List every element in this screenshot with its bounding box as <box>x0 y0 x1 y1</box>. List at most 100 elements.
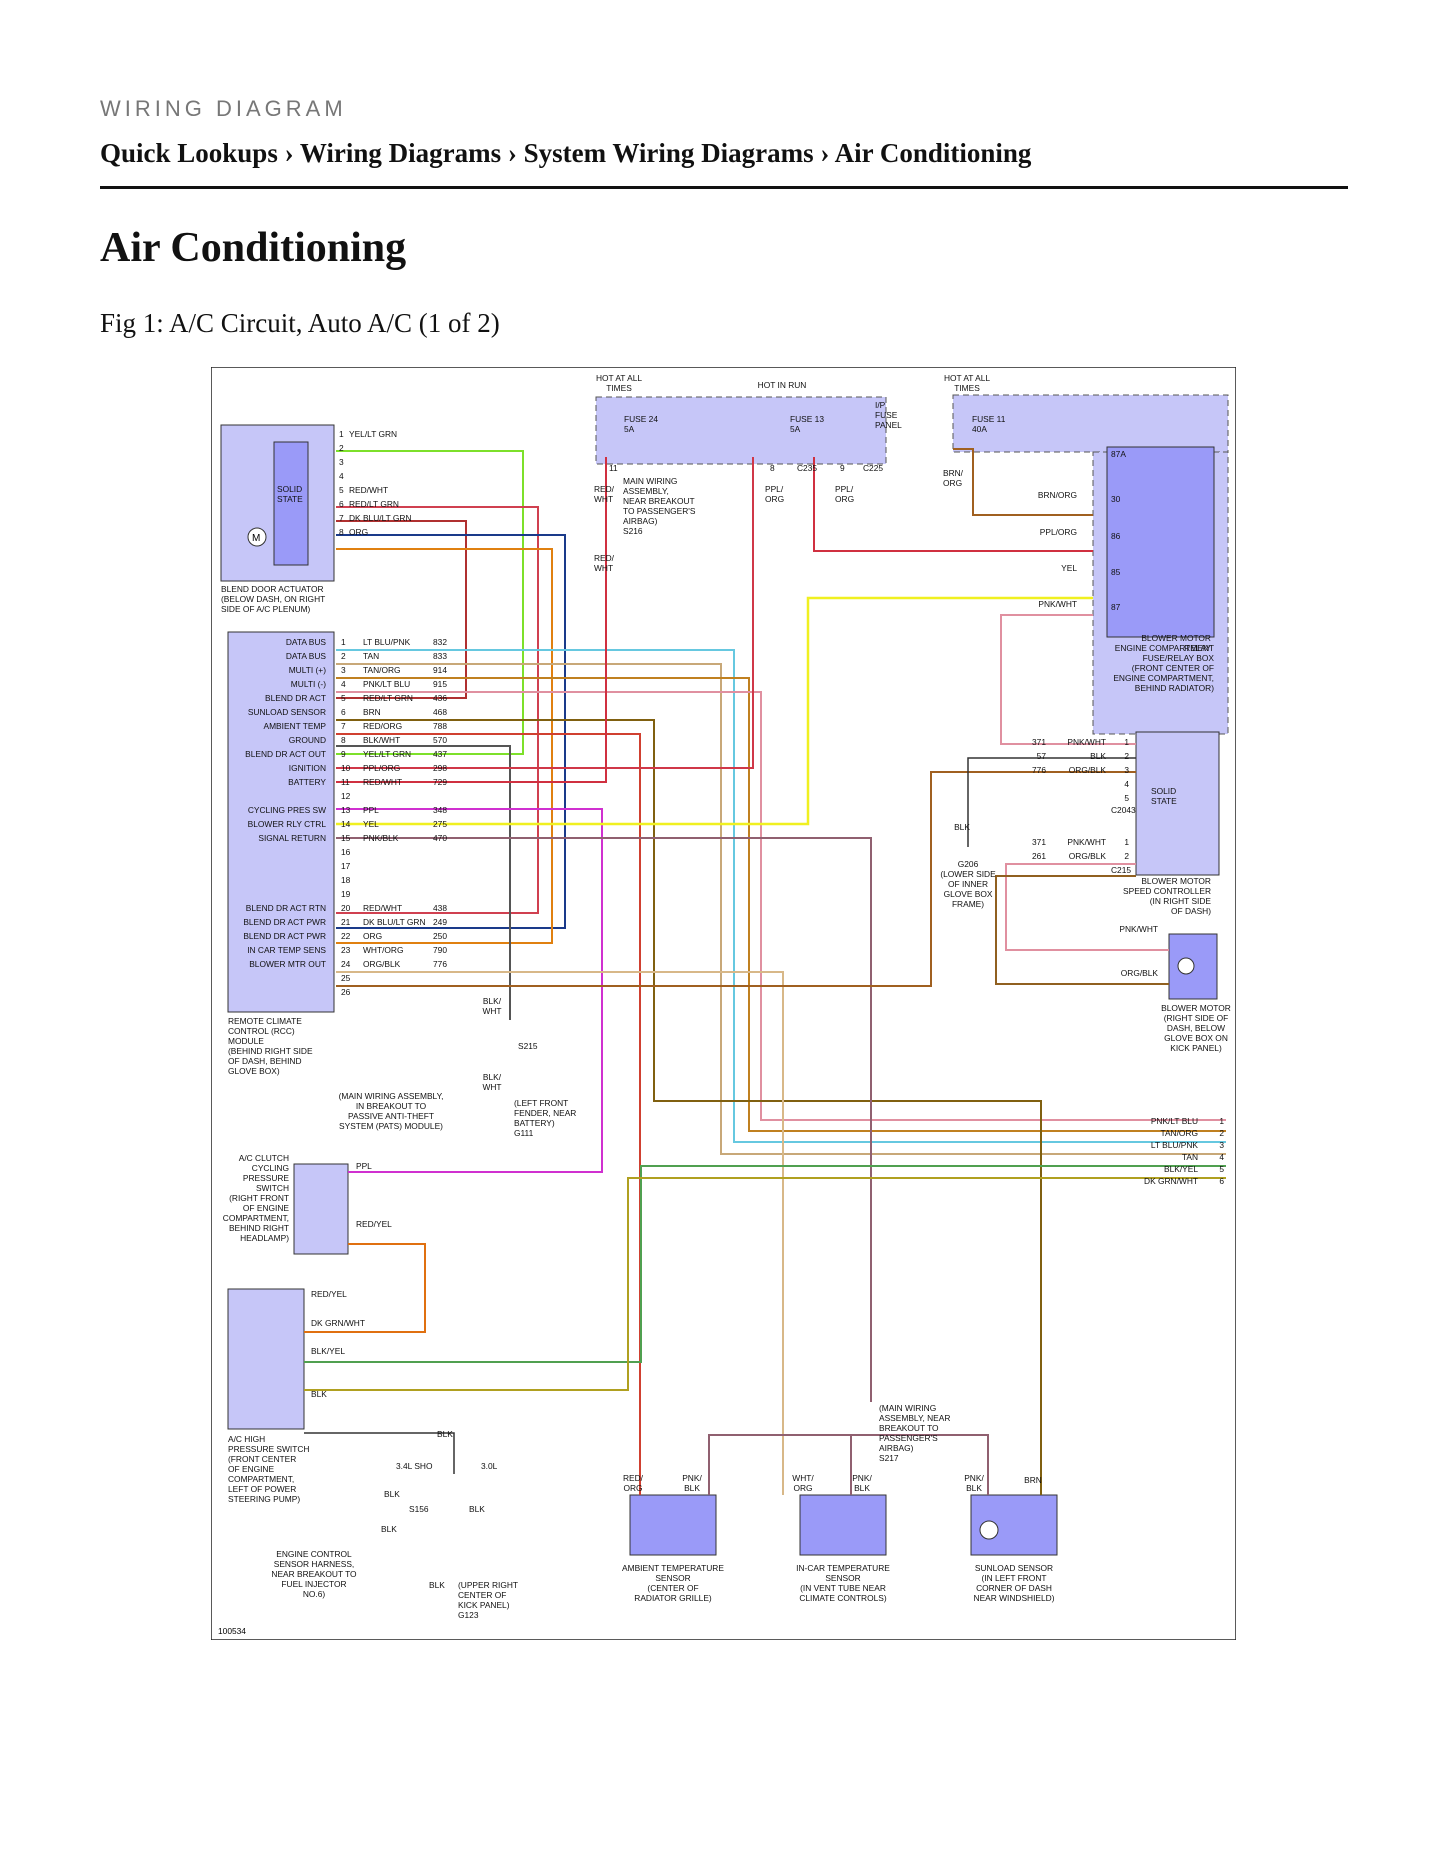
pin-label: 9 <box>840 463 845 473</box>
ac-clutch-switch <box>293 1163 349 1255</box>
wire-color-label: ORG/BLK <box>1121 968 1159 978</box>
hot-in-run-label: HOT IN RUN <box>758 380 807 390</box>
breadcrumb-system-wiring[interactable]: System Wiring Diagrams <box>523 138 814 168</box>
rcc-wire-color: TAN/ORG <box>363 665 401 675</box>
pats-note: SYSTEM (PATS) MODULE) <box>339 1121 443 1131</box>
connector-wire-color: TAN/ORG <box>1160 1128 1198 1138</box>
rcc-pin-function: BLOWER MTR OUT <box>249 959 326 969</box>
wire-color-label: RED/ <box>623 1473 644 1483</box>
rcc-module-label: MODULE <box>228 1036 264 1046</box>
wire-color-label: RED/YEL <box>356 1219 392 1229</box>
fuse24-label: FUSE 24 <box>624 414 658 424</box>
rcc-pin-number: 9 <box>341 749 346 759</box>
clutch-switch-label: CYCLING <box>252 1163 289 1173</box>
pats-note: (MAIN WIRING ASSEMBLY, <box>339 1091 444 1101</box>
rcc-wire-color: PNK/BLK <box>363 833 399 843</box>
wire-color-label: RED/ <box>594 484 615 494</box>
rcc-pin-function: BLEND DR ACT PWR <box>243 917 326 927</box>
rcc-pin-number: 2 <box>341 651 346 661</box>
actuator-pin-number: 6 <box>339 499 344 509</box>
wiring-diagram: M <box>211 367 1236 1640</box>
incar-sensor-label: (IN VENT TUBE NEAR <box>800 1583 886 1593</box>
rcc-pin-number: 10 <box>341 763 351 773</box>
speed-controller-label: OF DASH) <box>1171 906 1211 916</box>
hp-switch-label: (FRONT CENTER <box>228 1454 296 1464</box>
motor-letter: M <box>252 533 260 544</box>
rcc-wire-color: YEL/LT GRN <box>363 749 411 759</box>
breadcrumb-air-conditioning[interactable]: Air Conditioning <box>834 138 1032 168</box>
clutch-switch-label: PRESSURE <box>243 1173 289 1183</box>
engine-fuse-box-label: FUSE/RELAY BOX <box>1143 653 1215 663</box>
relay-pin-number: 30 <box>1111 494 1121 504</box>
wire-color-label: BLK/YEL <box>311 1346 345 1356</box>
page-title: Air Conditioning <box>100 225 407 271</box>
rcc-pin-number: 24 <box>341 959 351 969</box>
rcc-pin-number: 12 <box>341 791 351 801</box>
connector-c2043-label: C2043 <box>1111 805 1136 815</box>
rcc-pin-number: 23 <box>341 945 351 955</box>
wire-color-label: ORG <box>765 494 784 504</box>
rcc-wire-color: BLK/WHT <box>363 735 400 745</box>
actuator-pin-number: 2 <box>339 443 344 453</box>
ecs-harness-label: FUEL INJECTOR <box>281 1579 346 1589</box>
rcc-pin-number: 18 <box>341 875 351 885</box>
relay-pin-number: 85 <box>1111 567 1121 577</box>
rcc-circuit-number: 470 <box>433 833 447 843</box>
hot-at-all-times-label: TIMES <box>606 383 632 393</box>
breadcrumb-quick-lookups[interactable]: Quick Lookups <box>100 138 278 168</box>
rcc-pin-function: DATA BUS <box>286 637 327 647</box>
engine-fuse-box-label: BEHIND RADIATOR) <box>1135 683 1214 693</box>
blower-motor-label: GLOVE BOX ON <box>1164 1033 1228 1043</box>
rcc-pin-number: 13 <box>341 805 351 815</box>
rcc-wire-color: RED/WHT <box>363 777 402 787</box>
wire-color-label: ORG <box>835 494 854 504</box>
sunload-sensor <box>970 1494 1058 1556</box>
rcc-circuit-number: 832 <box>433 637 447 647</box>
rcc-pin-number: 1 <box>341 637 346 647</box>
rcc-pin-number: 3 <box>341 665 346 675</box>
ground-g123-label: G123 <box>458 1610 479 1620</box>
relay-pin-number: 87A <box>1111 449 1126 459</box>
speed-controller-label: (IN RIGHT SIDE <box>1150 896 1212 906</box>
rcc-pin-function: MULTI (-) <box>291 679 326 689</box>
engine-fuse-box-label: (FRONT CENTER OF <box>1132 663 1214 673</box>
figure-id: 100534 <box>218 1626 246 1636</box>
breadcrumb-wiring-diagrams[interactable]: Wiring Diagrams <box>299 138 502 168</box>
wire-color-label: DK GRN/WHT <box>311 1318 365 1328</box>
speed-ctrl-circuit: 261 <box>1032 851 1046 861</box>
ambient-temp-sensor <box>629 1494 717 1556</box>
ip-fuse-panel <box>595 396 887 465</box>
ground-g206-label: (LOWER SIDE <box>940 869 996 879</box>
rcc-pin-number: 16 <box>341 847 351 857</box>
blower-relay-label: BLOWER MOTOR <box>1141 633 1211 643</box>
rcc-pin-number: 22 <box>341 931 351 941</box>
incar-temp-sensor <box>799 1494 887 1556</box>
splice-s216-label: S216 <box>623 526 643 536</box>
main-wiring-note: PASSENGER'S <box>879 1433 938 1443</box>
rcc-pin-number: 15 <box>341 833 351 843</box>
actuator-pin-number: 4 <box>339 471 344 481</box>
pin-label: 8 <box>770 463 775 473</box>
speed-ctrl-wire-color: PNK/WHT <box>1067 837 1106 847</box>
wire-color-label: ORG <box>793 1483 812 1493</box>
pin-label: 11 <box>609 463 618 473</box>
rcc-wire-color: PNK/LT BLU <box>363 679 410 689</box>
solid-state-label: SOLID <box>277 484 302 494</box>
rcc-circuit-number: 249 <box>433 917 447 927</box>
rcc-pin-number: 5 <box>341 693 346 703</box>
ambient-sensor-label: (CENTER OF <box>647 1583 698 1593</box>
wire-color-label: BLK <box>469 1504 485 1514</box>
rcc-pin-number: 21 <box>341 917 351 927</box>
wire-color-label: BLK <box>966 1483 982 1493</box>
rcc-pin-function: GROUND <box>289 735 326 745</box>
rcc-wire-color: RED/WHT <box>363 903 402 913</box>
wire-color-label: BRN <box>1024 1475 1042 1485</box>
wire-color-label: BLK <box>384 1489 400 1499</box>
connector-pin: 4 <box>1219 1152 1224 1162</box>
ground-g111-label: BATTERY) <box>514 1118 555 1128</box>
rcc-module-label: REMOTE CLIMATE <box>228 1016 302 1026</box>
main-wiring-note: S217 <box>879 1453 899 1463</box>
page-kicker: WIRING DIAGRAM <box>100 96 347 121</box>
ambient-sensor-label: SENSOR <box>655 1573 690 1583</box>
